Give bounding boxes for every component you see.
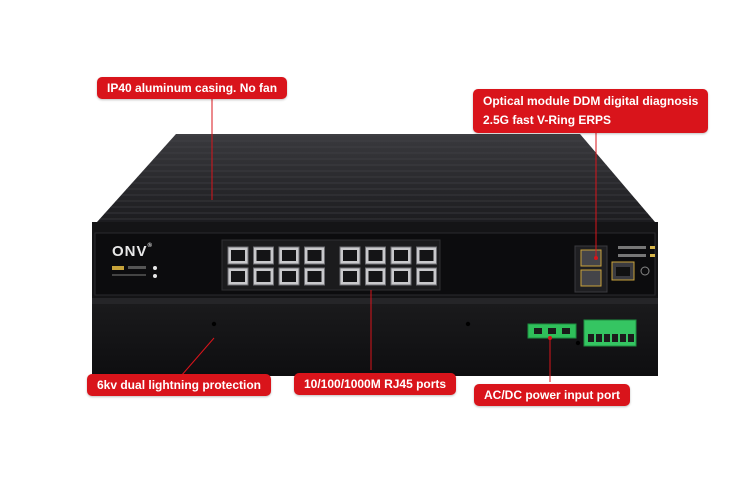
- rj45-port-socket: [256, 250, 271, 261]
- rj45-port-socket: [307, 271, 322, 282]
- rj45-port-socket: [231, 271, 245, 282]
- leader-lines: [180, 98, 598, 382]
- status-leds: [112, 266, 157, 278]
- callout-optical-line2: 2.5G fast V-Ring ERPS: [483, 113, 612, 127]
- callout-optical-line1: Optical module DDM digital diagnosis: [483, 94, 699, 108]
- callout-casing: IP40 aluminum casing. No fan: [97, 77, 288, 99]
- rj45-port-socket: [419, 271, 434, 282]
- sfp-ports: [574, 245, 608, 293]
- rj45-port-socket: [343, 250, 357, 261]
- brand-logo: ONV®: [112, 243, 153, 260]
- rj45-port-socket: [282, 250, 296, 261]
- terminal-screw: [628, 334, 634, 342]
- power-terminal-right: [583, 319, 637, 347]
- rj45-port-socket: [394, 271, 408, 282]
- terminal-screw: [588, 334, 594, 342]
- callout-lightning-protection: 6kv dual lightning protection: [87, 374, 272, 396]
- power-terminal-left: [527, 323, 577, 339]
- terminal-screw: [620, 334, 626, 342]
- rj45-port-socket: [394, 250, 408, 261]
- lower-chassis: [92, 298, 658, 376]
- callout-power-input: AC/DC power input port: [474, 384, 630, 406]
- callout-optical-module: Optical module DDM digital diagnosis 2.5…: [473, 89, 709, 133]
- terminal-screw: [612, 334, 618, 342]
- rj45-port-socket: [368, 250, 383, 261]
- console-port: [611, 246, 655, 281]
- rj45-port-socket: [307, 250, 322, 261]
- callout-rj45-ports: 10/100/1000M RJ45 ports: [294, 373, 457, 395]
- rj45-port-socket: [256, 271, 271, 282]
- rj45-port-socket: [231, 250, 245, 261]
- terminal-screw: [604, 334, 610, 342]
- rj45-port-block: [221, 239, 441, 291]
- rj45-port-socket: [368, 271, 383, 282]
- rj45-port-socket: [343, 271, 357, 282]
- rj45-port-socket: [419, 250, 434, 261]
- terminal-screw: [596, 334, 602, 342]
- heatsink-top: [97, 134, 655, 222]
- rj45-port-socket: [282, 271, 296, 282]
